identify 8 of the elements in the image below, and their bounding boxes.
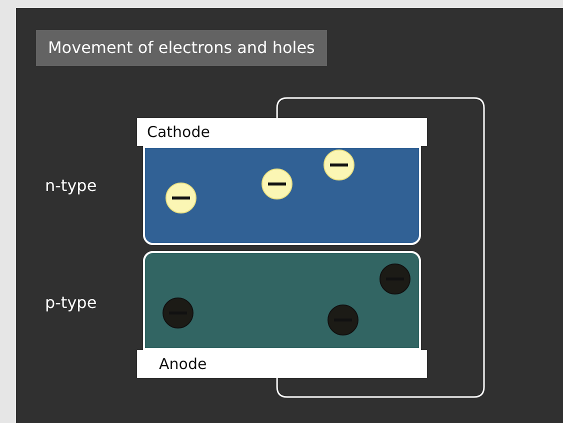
layer-label: n-type xyxy=(45,176,97,195)
layer-label: p-type xyxy=(45,293,97,312)
n-type-region xyxy=(143,146,421,245)
cathode-bar: Cathode xyxy=(137,118,427,146)
anode-bar: Anode xyxy=(137,350,427,378)
wire xyxy=(276,97,485,398)
title: Movement of electrons and holes xyxy=(36,30,327,66)
p-type-region xyxy=(143,251,421,350)
